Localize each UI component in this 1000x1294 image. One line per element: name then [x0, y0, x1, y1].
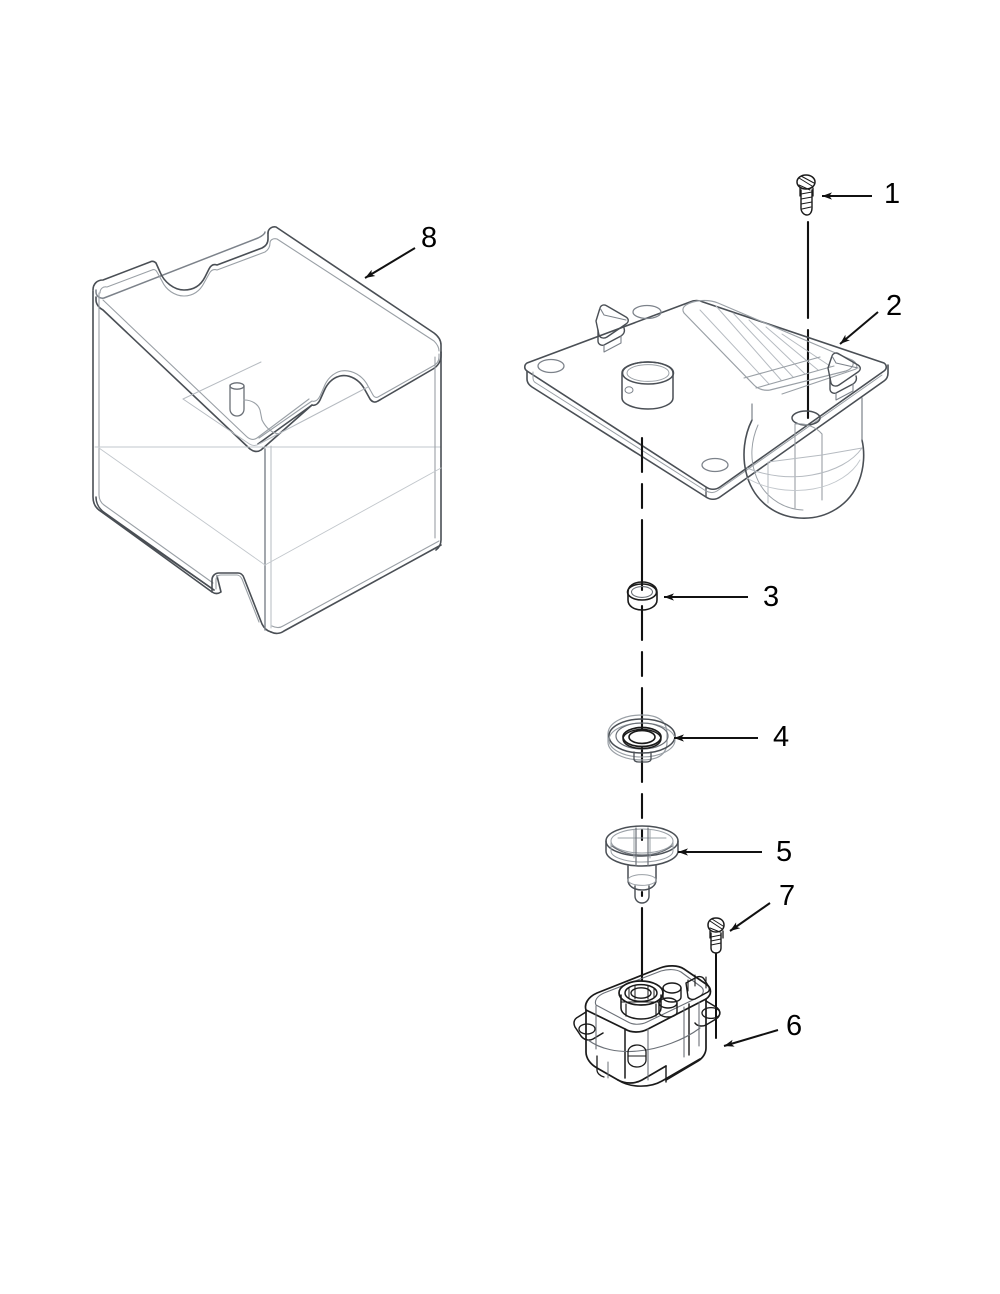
- part-7-screw: [707, 917, 725, 954]
- callout-number-8: 8: [421, 222, 438, 254]
- callout-number-1: 1: [884, 178, 901, 210]
- part-6-drive-motor: [573, 965, 721, 1087]
- part-3-o-ring: [626, 581, 658, 611]
- part-2-mounting-plate: [523, 299, 889, 519]
- callout-number-5: 5: [776, 836, 793, 868]
- part-5-drive-coupling: [605, 825, 679, 904]
- leader-line-7: [729, 902, 771, 932]
- part-8-ice-container: [92, 226, 442, 635]
- part-1-screw: [796, 174, 816, 216]
- callout-number-2: 2: [886, 290, 903, 322]
- callout-number-6: 6: [786, 1010, 803, 1042]
- leader-line-6: [723, 1029, 779, 1047]
- callout-number-7: 7: [779, 880, 796, 912]
- leader-line-8: [364, 247, 416, 279]
- leader-line-2: [839, 311, 879, 345]
- callout-number-3: 3: [763, 581, 780, 613]
- callout-number-4: 4: [773, 721, 790, 753]
